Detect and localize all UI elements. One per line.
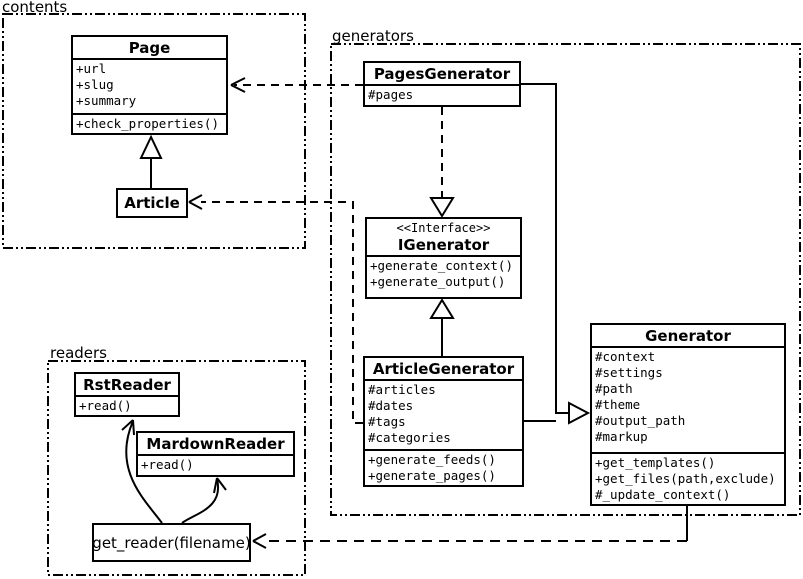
dependency-arrow-articlegenerator-article <box>188 194 203 210</box>
package-frame-generators <box>330 43 801 516</box>
class-articlegenerator-attributes: #articles #dates #tags #categories <box>365 379 522 449</box>
inheritance-triangle-article-page <box>139 134 163 159</box>
class-generator-title: Generator <box>645 327 731 345</box>
method: +generate_pages() <box>368 468 496 483</box>
class-igenerator-stereotype: <<Interface>> <box>396 221 491 235</box>
package-label-contents: contents <box>2 0 68 16</box>
function-get-reader-label: get_reader(filename) <box>92 533 251 552</box>
class-mardownreader-title: MardownReader <box>146 435 285 453</box>
attribute: +url <box>76 61 107 76</box>
dependency-arrow-pagesgenerator-page <box>230 77 246 93</box>
method: +get_files(path,exclude) <box>595 471 776 486</box>
class-articlegenerator-methods: +generate_feeds() +generate_pages() <box>365 449 522 485</box>
attribute: #theme <box>595 397 641 412</box>
dependency-arrow-generator-getreader <box>252 533 267 549</box>
function-get-reader: get_reader(filename) <box>92 523 251 562</box>
class-generator-methods: +get_templates() +get_files(path,exclude… <box>592 452 784 504</box>
class-igenerator-methods: +generate_context() +generate_output() <box>367 255 520 297</box>
attribute: #output_path <box>595 413 686 428</box>
association-arrow-getreader-rstreader <box>121 419 135 436</box>
attribute: +summary <box>76 93 137 108</box>
package-label-readers: readers <box>50 344 107 362</box>
method: +generate_context() <box>370 258 513 273</box>
attribute: #dates <box>368 398 414 413</box>
class-rstreader: RstReader +read() <box>74 372 180 417</box>
class-mardownreader-methods: +read() <box>138 454 293 475</box>
class-generator-attributes: #context #settings #path #theme #output_… <box>592 346 784 452</box>
class-page-methods: +check_properties() <box>73 113 226 133</box>
association-arrow-getreader-mardownreader <box>213 477 227 494</box>
class-article-title: Article <box>124 194 180 212</box>
attribute: #markup <box>595 429 648 444</box>
class-igenerator-name: IGenerator <box>397 236 490 254</box>
class-rstreader-methods: +read() <box>76 395 178 415</box>
class-pagesgenerator-attributes: #pages <box>365 84 519 105</box>
inheritance-line-pagesgenerator-generator <box>521 83 569 414</box>
method: +generate_feeds() <box>368 452 496 467</box>
attribute: #tags <box>368 414 406 429</box>
class-pagesgenerator: PagesGenerator #pages <box>363 61 521 107</box>
class-mardownreader: MardownReader +read() <box>136 431 295 477</box>
method: +read() <box>141 457 194 472</box>
method: #_update_context() <box>595 487 731 502</box>
package-frame-contents <box>2 13 306 249</box>
class-article: Article <box>116 188 188 218</box>
class-page-attributes: +url +slug +summary <box>73 58 226 113</box>
attribute: #categories <box>368 430 451 445</box>
method: +generate_output() <box>370 274 506 289</box>
class-pagesgenerator-title: PagesGenerator <box>373 65 511 83</box>
inheritance-triangle-generator <box>568 401 591 425</box>
class-page: Page +url +slug +summary +check_properti… <box>71 35 228 135</box>
attribute: #articles <box>368 382 436 397</box>
attribute: +slug <box>76 77 114 92</box>
attribute: #context <box>595 349 656 364</box>
attribute: #pages <box>368 87 414 102</box>
attribute: #path <box>595 381 633 396</box>
class-igenerator-title: <<Interface>> IGenerator <box>367 219 520 255</box>
association-line-getreader-rstreader <box>125 420 163 524</box>
inheritance-triangle-articlegenerator-igenerator <box>429 298 455 319</box>
method: +read() <box>79 398 132 413</box>
association-line-getreader-mardownreader <box>181 478 220 524</box>
method: +check_properties() <box>76 116 219 131</box>
package-label-generators: generators <box>332 27 414 45</box>
class-articlegenerator-title: ArticleGenerator <box>372 360 515 378</box>
attribute: #settings <box>595 365 663 380</box>
class-articlegenerator: ArticleGenerator #articles #dates #tags … <box>363 356 524 487</box>
realization-triangle-pagesgenerator-igenerator <box>429 197 455 218</box>
method: +get_templates() <box>595 455 716 470</box>
class-generator: Generator #context #settings #path #them… <box>590 323 786 506</box>
class-page-title: Page <box>128 39 171 57</box>
class-rstreader-title: RstReader <box>83 376 171 394</box>
package-frame-readers <box>47 360 306 576</box>
class-igenerator: <<Interface>> IGenerator +generate_conte… <box>365 217 522 299</box>
dependency-line-articlegenerator-article <box>201 201 363 424</box>
